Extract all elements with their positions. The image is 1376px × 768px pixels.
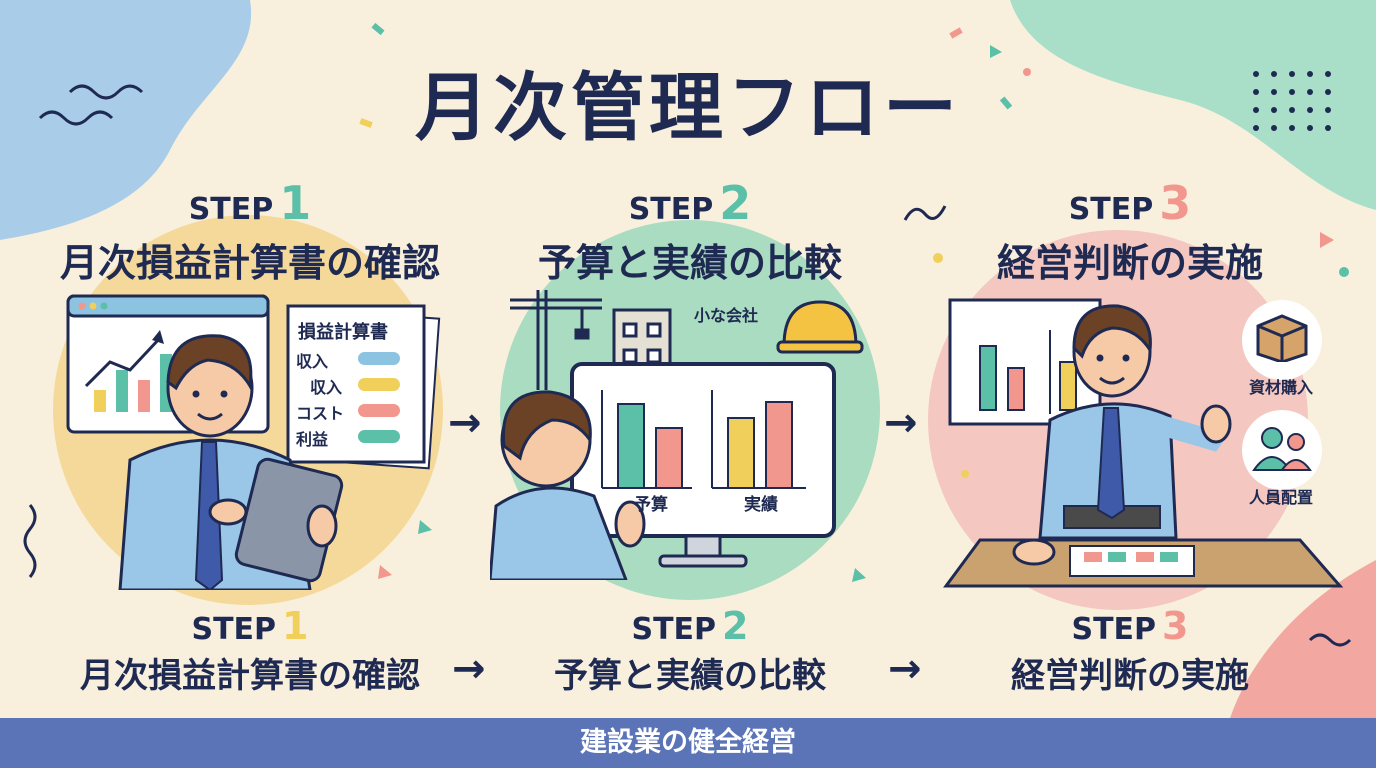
pl-row-3-bar (358, 404, 400, 417)
confetti-1 (371, 22, 385, 36)
page-title: 月次管理フロー (415, 65, 961, 151)
budget-label: 予算 (634, 495, 668, 515)
confetti-7 (418, 520, 432, 534)
confetti-13 (961, 470, 969, 478)
step-2-text-top: 予算と実績の比較 (537, 241, 842, 285)
people-icon (1252, 427, 1312, 471)
panel-3-illustration (943, 298, 1344, 588)
arrow-1-bottom: → (452, 646, 486, 692)
confetti-5 (990, 45, 1002, 58)
squiggle-1 (68, 84, 144, 100)
step-3-text-bottom: 経営判断の実施 (1011, 656, 1249, 696)
panel-2-illustration (490, 290, 864, 580)
pl-row-3-label: コスト (296, 404, 345, 423)
confetti-9 (852, 568, 866, 582)
confetti-6 (1320, 232, 1334, 248)
arrow-2-bottom: → (888, 646, 922, 692)
step-1-text-top: 月次損益計算書の確認 (59, 241, 440, 285)
company-label: 小な会社 (694, 306, 759, 325)
blob-top-right (1010, 0, 1376, 210)
pl-row-2-bar (358, 378, 400, 391)
squiggle-2 (38, 110, 114, 126)
materials-label: 資材購入 (1248, 378, 1313, 397)
dot-grid (1253, 71, 1331, 131)
footer-banner: 建設業の健全経営 (0, 718, 1376, 768)
staff-label: 人員配置 (1248, 488, 1313, 507)
confetti-11 (1339, 267, 1349, 277)
pl-row-4-bar (358, 430, 400, 443)
squiggle-5 (1308, 633, 1352, 647)
actual-label: 実績 (744, 495, 778, 515)
step-1-text-bottom: 月次損益計算書の確認 (80, 656, 420, 696)
step-2-text-bottom: 予算と実績の比較 (554, 656, 826, 696)
confetti-2 (949, 27, 963, 39)
pl-document (286, 304, 426, 464)
confetti-8 (378, 565, 392, 579)
pl-row-1-label: 収入 (296, 352, 329, 371)
pl-doc-title: 損益計算書 (298, 322, 388, 343)
staff-icon-bg (1242, 410, 1322, 490)
pl-row-4-label: 利益 (296, 430, 329, 449)
blob-bottom-right (1230, 560, 1376, 718)
pl-row-1-bar (358, 352, 400, 365)
hard-hat-icon (782, 300, 858, 348)
confetti-10 (933, 253, 943, 263)
squiggle-3 (23, 504, 37, 578)
pl-row-2-label: 収入 (310, 378, 343, 397)
confetti-4 (999, 96, 1013, 110)
person-2-body (490, 486, 628, 580)
crane-icon (510, 290, 602, 390)
confetti-12 (1023, 68, 1031, 76)
arrow-1-top: → (448, 400, 482, 446)
blob-top-left (0, 0, 252, 240)
arrow-2-top: → (884, 400, 918, 446)
box-icon (1256, 314, 1308, 362)
confetti-3 (359, 118, 373, 128)
squiggle-4 (903, 205, 947, 221)
panel-1-illustration (66, 294, 441, 590)
step-3-text-top: 経営判断の実施 (996, 241, 1263, 285)
